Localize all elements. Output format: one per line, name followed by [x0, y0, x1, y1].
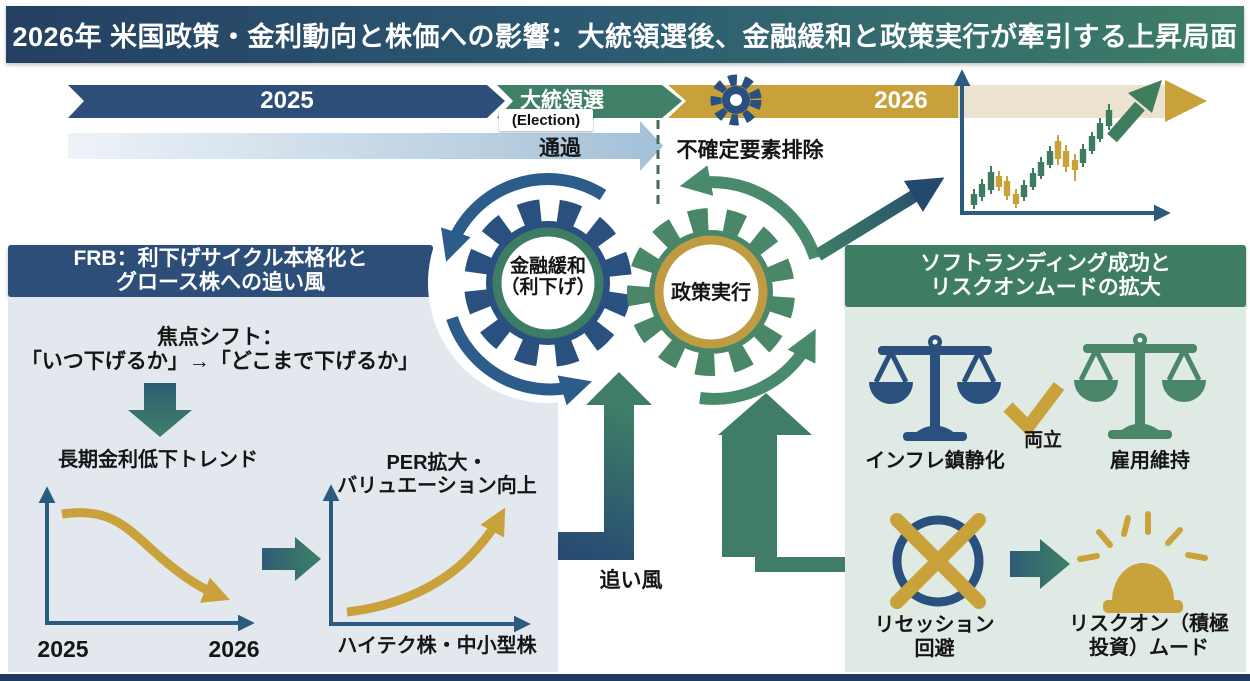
label-tailwind: 追い風	[599, 569, 663, 592]
gear-icon	[710, 74, 762, 126]
recession-line1: リセッション	[874, 614, 995, 636]
focus-line2: 「いつ下げるか」→「どこまで下げるか」	[20, 350, 420, 373]
page-title: 2026年 米国政策・金利動向と株価への影響：大統領選後、金融緩和と政策実行が牽…	[12, 22, 1238, 52]
gears-to-market-arrow	[814, 177, 945, 261]
label-2025: 2025	[260, 87, 314, 114]
chart1-x-start: 2025	[37, 636, 89, 662]
cycle-arrow-green-top	[679, 165, 821, 260]
riskon-line2: 投資）ムード	[1089, 637, 1209, 659]
chart2-label: ハイテク株・中小型株	[337, 635, 537, 657]
softlanding-header-line1: ソフトランディング成功と	[920, 252, 1171, 275]
cycle-arrow-blue-bottom	[446, 316, 592, 406]
bottom-accent-bar	[0, 674, 1250, 681]
charts-link-arrow	[262, 537, 321, 581]
chart1-x-end: 2026	[208, 636, 260, 662]
check-icon	[1003, 382, 1065, 437]
focus-down-arrow	[128, 383, 192, 437]
label-2026: 2026	[874, 87, 928, 114]
chart1-title: 長期金利低下トレンド	[58, 449, 258, 471]
gear-left-label: 金融緩和 （利下げ）	[500, 256, 596, 299]
no-recession-icon	[890, 513, 986, 609]
tailwind-arrow-right	[718, 393, 845, 572]
candlestick-chart	[953, 69, 1171, 222]
timeline-2026-arrowhead	[1165, 80, 1207, 122]
per-expansion-chart	[322, 484, 531, 633]
softlanding-box-header: ソフトランディング成功と リスクオンムードの拡大	[845, 245, 1246, 307]
rates-decline-chart	[38, 486, 255, 632]
softlanding-header-line2: リスクオンムードの拡大	[930, 276, 1161, 299]
scale-right-label: 雇用維持	[1110, 450, 1190, 472]
frb-header-line1: FRB：利下げサイクル本格化と	[73, 247, 368, 270]
focus-line1: 焦点シフト：	[157, 326, 283, 349]
gear-right-label: 政策実行	[671, 282, 751, 304]
siren-icon	[1077, 511, 1208, 613]
riskon-link-arrow	[1010, 539, 1070, 589]
scale-inflation-icon	[869, 335, 1001, 441]
frb-box-header: FRB：利下げサイクル本格化と グロース株への追い風	[8, 245, 433, 297]
label-uncertainty: 不確定要素排除	[676, 139, 824, 162]
frb-header-line2: グロース株への追い風	[116, 271, 325, 294]
tailwind-arrow-right-shaft	[755, 435, 777, 572]
title-banner: 2026年 米国政策・金利動向と株価への影響：大統領選後、金融緩和と政策実行が牽…	[6, 6, 1244, 63]
chart2-title-line1: PER拡大・	[386, 452, 488, 474]
label-election-en: (Election)	[511, 111, 581, 129]
label-pass: 通過	[539, 137, 581, 160]
uptrend-arrowhead	[1128, 80, 1162, 113]
scale-employment-icon	[1074, 333, 1206, 439]
cycle-arrow-green-bottom	[699, 328, 816, 405]
gear-monetary-easing	[464, 199, 632, 367]
tailwind-arrow-left	[558, 372, 652, 560]
scale-left-label: インフレ鎮静化	[865, 450, 1005, 472]
chart2-title-line2: バリュエーション向上	[337, 475, 537, 497]
cycle-arrow-blue-top	[441, 173, 607, 262]
recession-line2: 回避	[914, 638, 955, 660]
label-election: 大統領選	[520, 89, 604, 112]
election-en-box: (Election)	[499, 109, 593, 131]
gear-policy-execution	[627, 208, 795, 376]
balance-label: 両立	[1023, 430, 1062, 451]
pass-through-arrow	[68, 121, 663, 171]
timeline-2025-arrow	[68, 85, 505, 118]
riskon-line1: リスクオン（積極	[1069, 613, 1229, 635]
